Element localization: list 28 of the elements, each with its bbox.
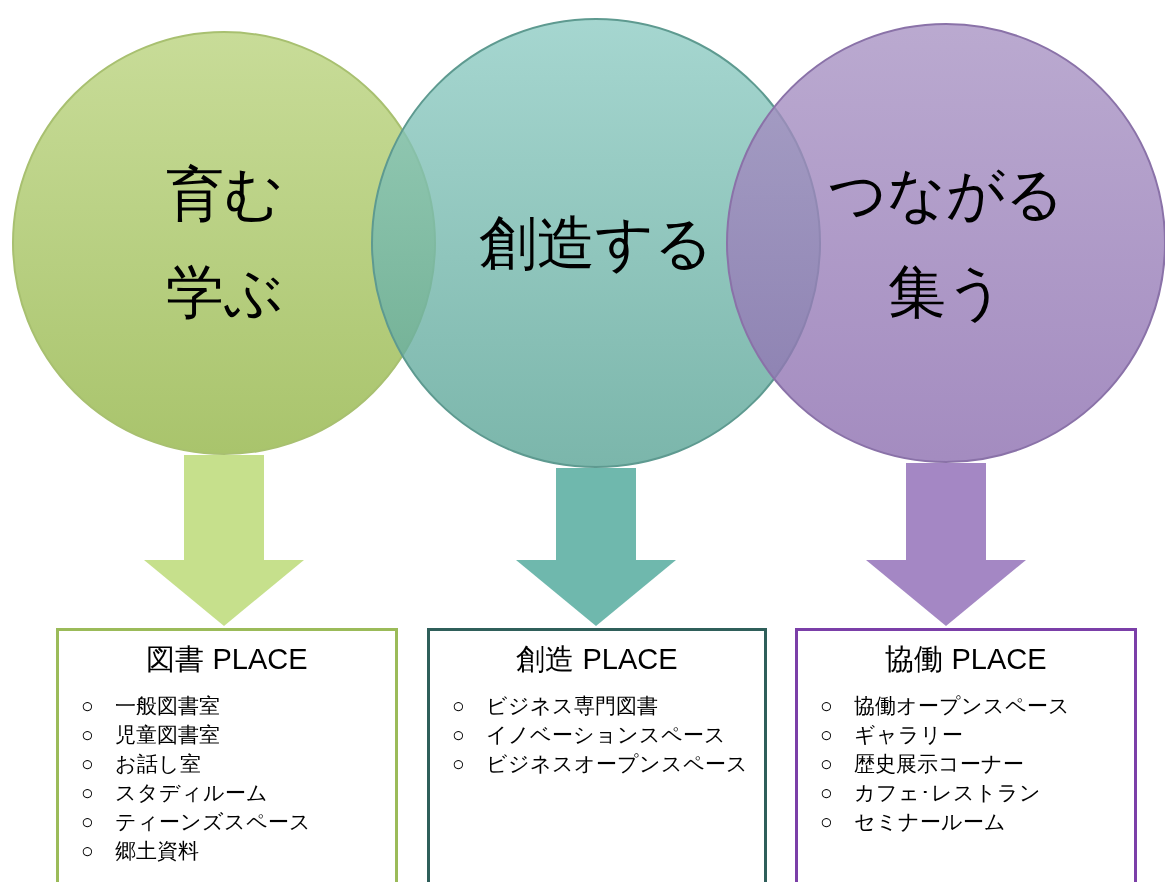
list-item: ○ セミナールーム [820,809,1006,835]
circle-label: 学ぶ [165,258,283,326]
box-heading: 図書 PLACE [146,642,308,677]
list-item: ○ 郷土資料 [81,838,199,864]
block-arrow [143,455,305,627]
list-item: ○ カフェ･レストラン [820,780,1041,806]
block-arrow [865,463,1027,627]
list-item: ○ ティーンズスペース [81,809,311,835]
list-item: ○ 歴史展示コーナー [820,751,1024,777]
list-item: ○ ギャラリー [820,722,963,748]
list-item: ○ スタディルーム [81,780,268,806]
block-arrow [515,468,677,627]
place-box [427,628,767,882]
list-item: ○ イノベーションスペース [452,722,726,748]
box-heading: 協働 PLACE [885,642,1047,677]
list-item: ○ 協働オープンスペース [820,693,1070,719]
box-heading: 創造 PLACE [516,642,678,677]
list-item: ○ お話し室 [81,751,201,777]
list-item: ○ 一般図書室 [81,693,220,719]
circle-label: 育む [165,160,283,229]
list-item: ○ ビジネスオープンスペース [452,751,748,777]
list-item: ○ ビジネス専門図書 [452,693,658,719]
place-box [795,628,1137,882]
circle-label: 集う [887,258,1005,326]
place-box [56,628,398,882]
circle-label: 創造する [479,209,713,278]
circle-label: つながる [828,160,1064,229]
list-item: ○ 児童図書室 [81,722,220,748]
